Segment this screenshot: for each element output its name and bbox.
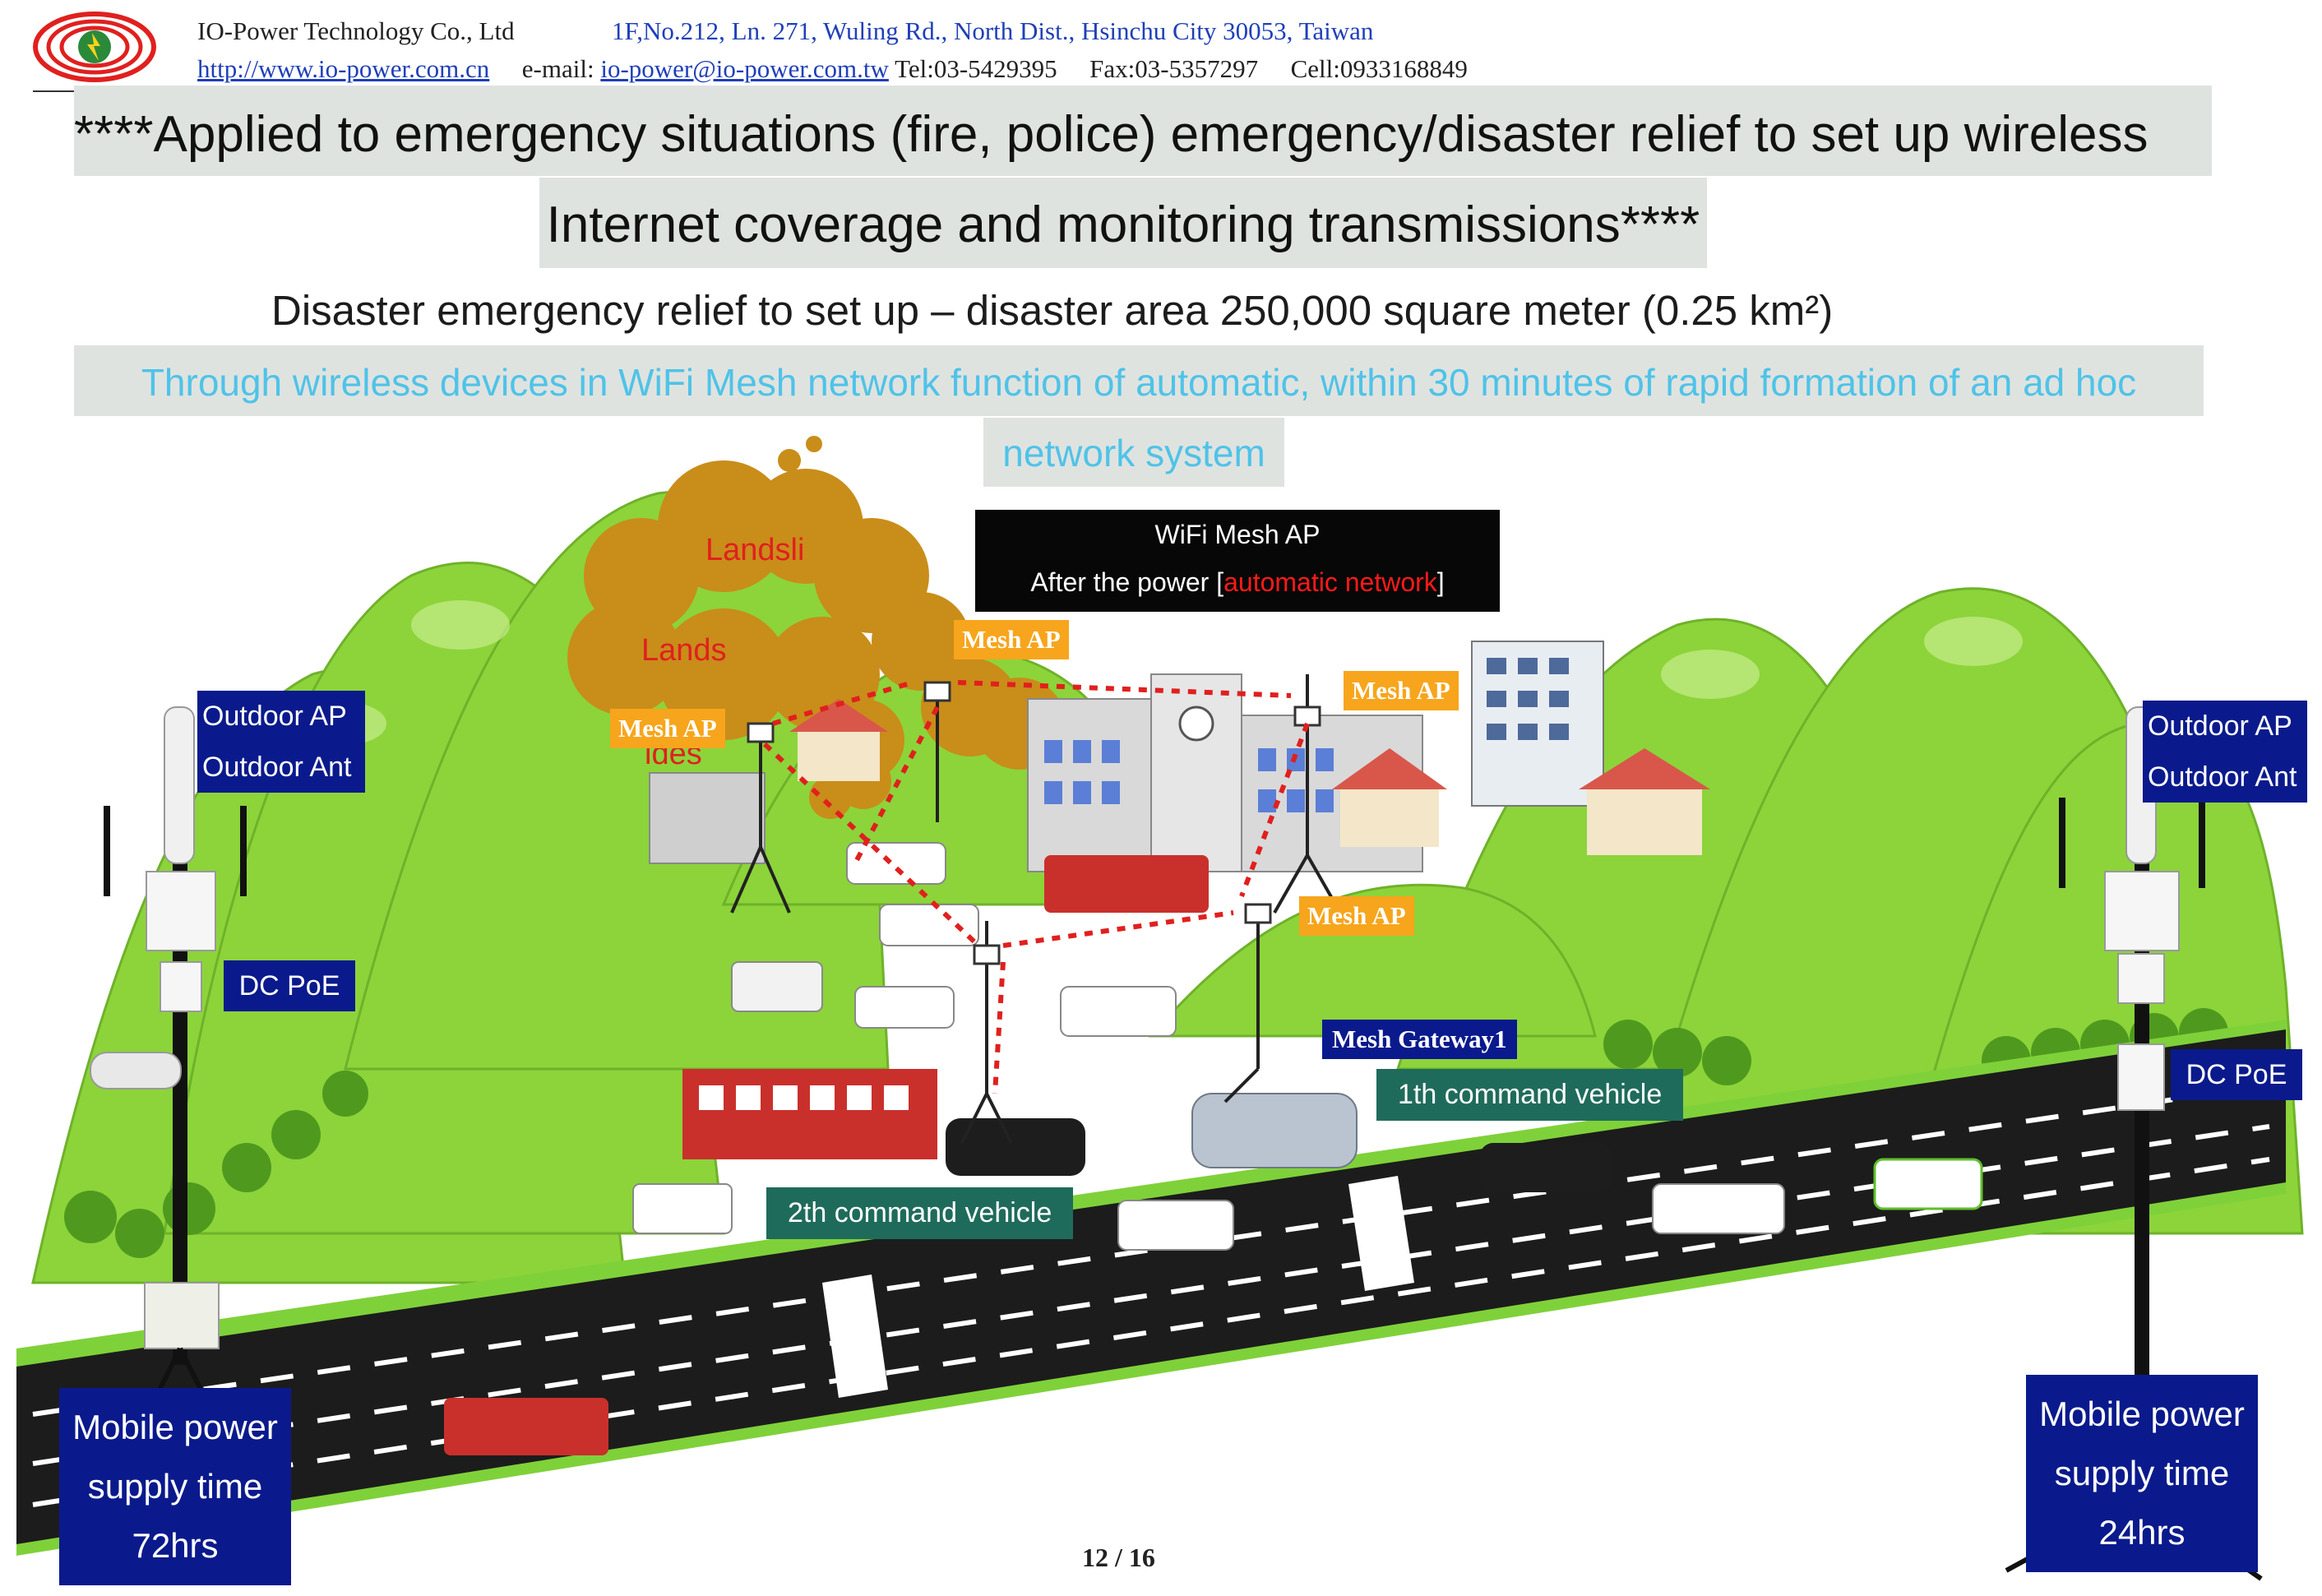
- landslide-cloud: [567, 436, 1066, 819]
- vehicles: [444, 842, 1983, 1455]
- mesh-gateway-label: Mesh Gateway1: [1322, 1020, 1517, 1059]
- automatic-network-highlight: automatic network: [1223, 567, 1437, 597]
- right-power-line-2: supply time: [2054, 1454, 2230, 1492]
- title-band-1: [74, 86, 2212, 176]
- tel-number: Tel:03-5429395: [895, 54, 1057, 83]
- wifi-mesh-ap-box: WiFi Mesh AP After the power [automatic …: [975, 510, 1500, 612]
- page-subtitle: Disaster emergency relief to set up – di…: [271, 287, 1834, 334]
- command-vehicle-2-label: 2th command vehicle: [766, 1187, 1074, 1239]
- right-tower: [2005, 706, 2263, 1581]
- left-outdoor-ant-label: Outdoor Ant: [202, 752, 352, 783]
- disaster-scene-illustration: [16, 436, 2304, 1581]
- company-name: IO-Power Technology Co., Ltd: [197, 16, 515, 45]
- mesh-ap-label-3: Mesh AP: [610, 709, 725, 748]
- website-link[interactable]: http://www.io-power.com.cn: [197, 54, 490, 83]
- mesh-tripods: [730, 674, 1342, 1144]
- right-outdoor-box: Outdoor AP Outdoor Ant: [2143, 701, 2307, 803]
- right-dc-poe-label: DC PoE: [2171, 1049, 2302, 1100]
- left-power-line-1: Mobile power: [72, 1408, 278, 1446]
- page-title-line-1: ****Applied to emergency situations (fir…: [74, 106, 2149, 163]
- company-logo: [33, 12, 156, 82]
- mesh-ap-label-1: Mesh AP: [954, 620, 1069, 659]
- mesh-links: [762, 680, 1310, 1094]
- left-power-line-2: supply time: [87, 1467, 263, 1506]
- right-mobile-power-box: Mobile power supply time 24hrs: [2026, 1375, 2258, 1572]
- company-address: 1F,No.212, Ln. 271, Wuling Rd., North Di…: [612, 16, 1374, 45]
- mesh-ap-label-2: Mesh AP: [1344, 671, 1459, 710]
- right-power-line-3: 24hrs: [2098, 1513, 2186, 1552]
- wifi-mesh-ap-title: WiFi Mesh AP: [1154, 520, 1321, 549]
- title-band-2: [539, 178, 1707, 268]
- left-dc-poe-label: DC PoE: [224, 960, 355, 1011]
- fax-number: Fax:03-5357297: [1089, 54, 1259, 83]
- left-tower: [72, 706, 290, 1564]
- right-outdoor-ant-label: Outdoor Ant: [2148, 761, 2297, 793]
- cell-number: Cell:0933168849: [1290, 54, 1468, 83]
- description-band-1: [74, 345, 2204, 416]
- left-mobile-power-box: Mobile power supply time 72hrs: [59, 1388, 291, 1585]
- landslide-label-top: Landsli: [705, 533, 805, 567]
- contact-line: http://www.io-power.com.cn e-mail: io-po…: [197, 54, 1468, 84]
- right-outdoor-ap-label: Outdoor AP: [2148, 710, 2292, 742]
- command-vehicle-1-label: 1th command vehicle: [1376, 1069, 1684, 1121]
- left-outdoor-box: Outdoor AP Outdoor Ant: [197, 691, 365, 793]
- logo-underline: [33, 90, 76, 92]
- description-band-2: [983, 418, 1284, 487]
- left-power-line-3: 72hrs: [132, 1526, 219, 1565]
- landslide-label-mid: Lands: [641, 633, 727, 668]
- left-outdoor-ap-label: Outdoor AP: [202, 701, 347, 732]
- wifi-mesh-ap-subtitle: After the power [automatic network]: [1030, 567, 1445, 597]
- email-link[interactable]: io-power@io-power.com.tw: [600, 54, 889, 83]
- email-label: e-mail:: [521, 54, 594, 83]
- buildings: [649, 641, 1710, 1159]
- description-line-2: network system: [1002, 432, 1265, 474]
- description-line-1: Through wireless devices in WiFi Mesh ne…: [141, 361, 2137, 404]
- page-title-line-2: Internet coverage and monitoring transmi…: [546, 197, 1700, 253]
- mesh-ap-label-4: Mesh AP: [1299, 896, 1414, 936]
- page-number: 12 / 16: [1082, 1543, 1155, 1572]
- right-power-line-1: Mobile power: [2039, 1395, 2245, 1433]
